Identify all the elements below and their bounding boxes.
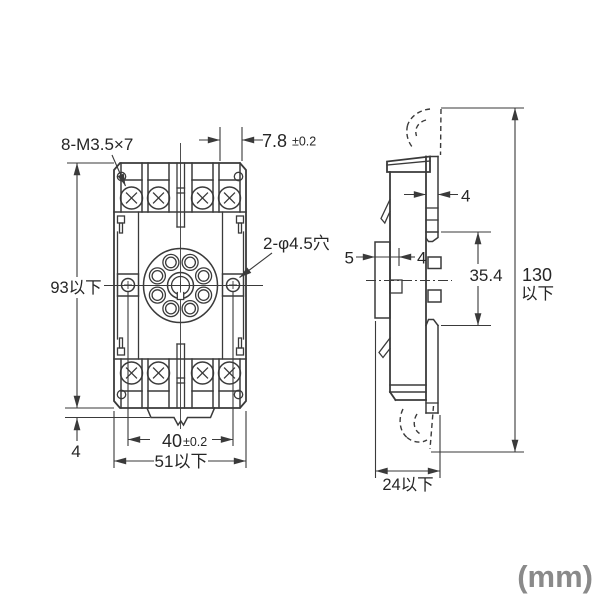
- din-hook-lower: [425, 318, 440, 327]
- side-dimensions: [356, 107, 524, 478]
- screw-label-leader: [111, 154, 127, 187]
- panel-latch-lower: [378, 337, 391, 359]
- center-keyed-hole: [166, 271, 195, 301]
- hold-down-clip-bottom: [399, 405, 435, 450]
- dim-overall-depth: 24以下: [382, 476, 433, 494]
- dim-overall-height: 93以下: [50, 279, 101, 297]
- tabs-top: [116, 215, 245, 234]
- dim-din-rail-span: 35.4: [469, 266, 502, 285]
- label-terminal-screws: 8-M3.5×7: [61, 135, 133, 154]
- bottom-terminal-row: [113, 337, 247, 427]
- side-body: [374, 155, 431, 402]
- panel-latch-upper: [380, 198, 391, 225]
- dim-overall-width: 51以下: [155, 452, 208, 471]
- unit-label: (mm): [517, 559, 593, 594]
- dim-bottom-step: 4: [71, 442, 80, 461]
- front-flange: [374, 241, 391, 319]
- front-view: 8-M3.5×7 7.8 ±0.2 2-φ4.5穴 93以下 4 40 ±0.2…: [49, 127, 330, 471]
- dim-hole-pitch-value: 40: [162, 431, 182, 451]
- side-view: 4 5 4 35.4 130 以下 24以下: [345, 107, 554, 494]
- side-rails: [116, 211, 245, 360]
- dim-max-height-value: 130: [522, 265, 552, 285]
- bottom-step-edge: [146, 407, 216, 427]
- pin-holes: [148, 253, 213, 318]
- hole-label-leader: [239, 252, 273, 278]
- din-hook-upper: [424, 231, 439, 243]
- dim-terminal-width-value: 7.8: [262, 131, 287, 151]
- din-tab: [427, 256, 442, 270]
- tabs-bottom: [116, 337, 245, 356]
- terminal-screws-top: [119, 186, 242, 210]
- center-divider-top: [176, 162, 186, 228]
- dim-terminal-width-tolerance: ±0.2: [292, 135, 316, 149]
- dim-max-height-suffix: 以下: [521, 285, 554, 303]
- dim-hole-pitch-tolerance: ±0.2: [183, 435, 207, 449]
- flange-tab: [389, 279, 403, 294]
- pin-socket: [142, 247, 219, 324]
- dim-din-plate-thickness: 4: [461, 187, 470, 206]
- din-tab: [427, 289, 442, 303]
- top-terminal-row: [113, 162, 247, 234]
- center-divider-bottom: [176, 343, 186, 409]
- dim-body-wall: 4: [417, 249, 426, 268]
- dim-front-flange: 5: [345, 249, 354, 268]
- front-dimensions: [65, 127, 273, 468]
- hold-down-clip-top: [406, 108, 442, 156]
- label-mounting-holes: 2-φ4.5穴: [263, 234, 330, 253]
